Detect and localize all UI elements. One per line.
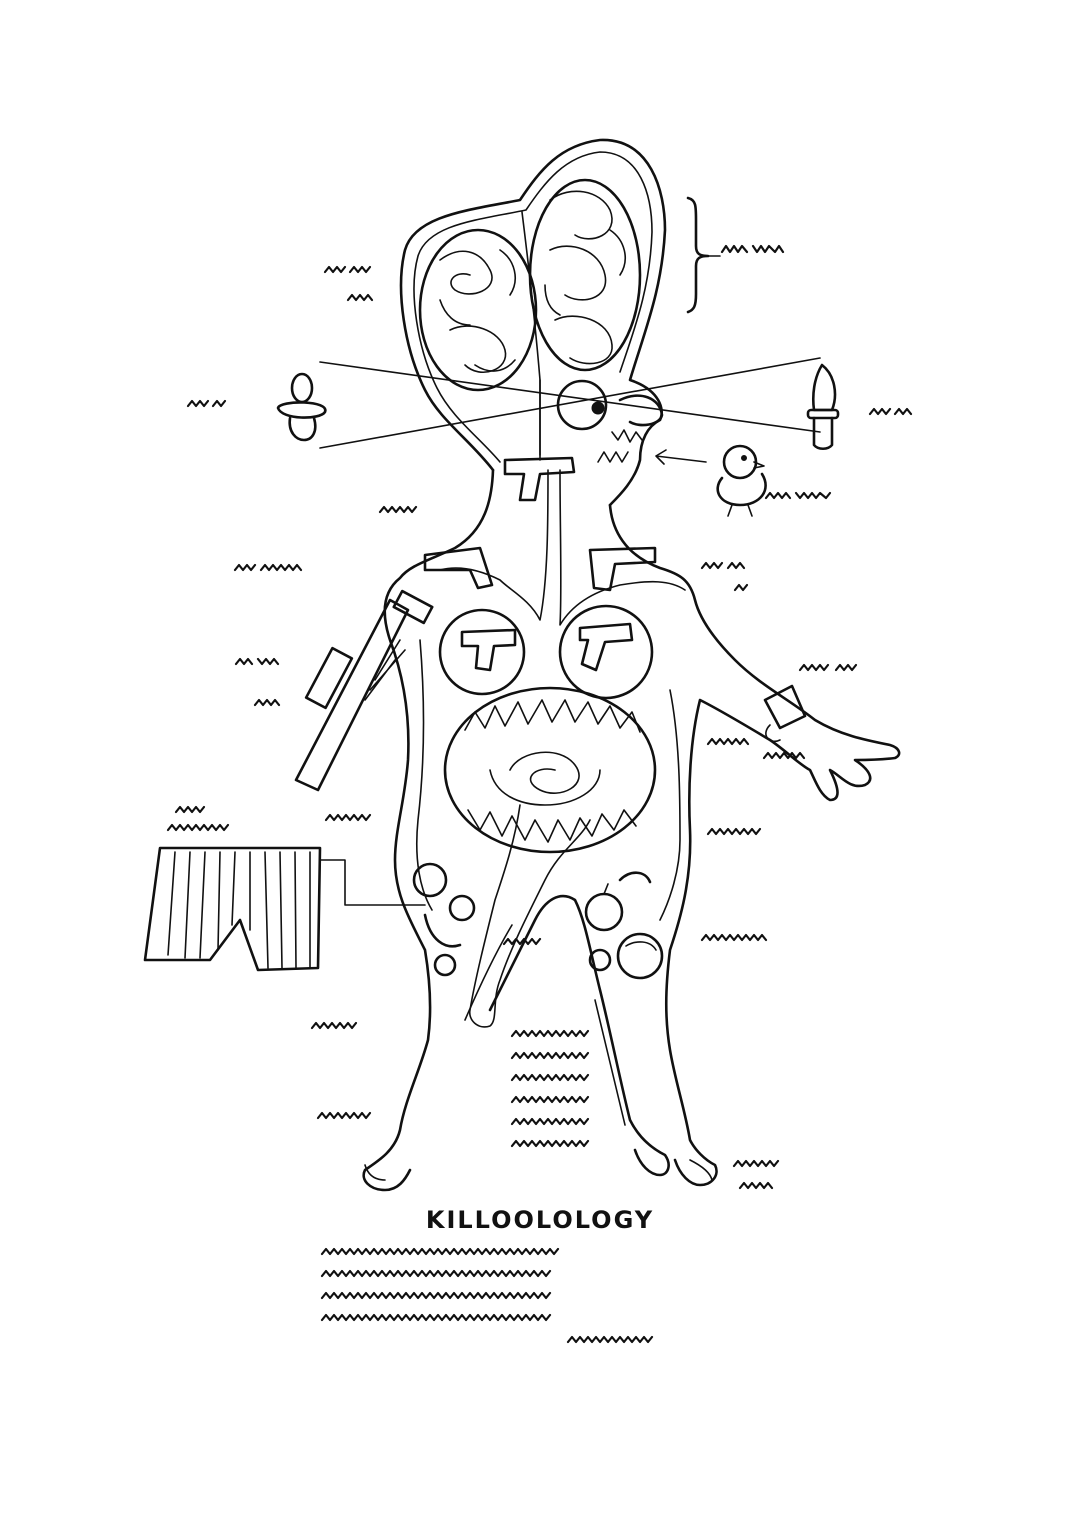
bracket-icon bbox=[686, 196, 721, 314]
brain-icon bbox=[418, 178, 642, 392]
sightlines bbox=[319, 357, 821, 456]
pistol-icon bbox=[423, 456, 657, 700]
shorts-icon bbox=[143, 846, 426, 972]
stomach bbox=[443, 686, 657, 854]
pacifier-icon bbox=[276, 372, 327, 442]
chick-icon bbox=[655, 444, 767, 517]
forearm-detail bbox=[763, 684, 807, 743]
scribble-annotations bbox=[166, 244, 913, 1190]
knife-icon bbox=[806, 363, 840, 451]
fruit-icon bbox=[412, 862, 664, 980]
rifle-icon bbox=[294, 589, 434, 792]
teeth-icon bbox=[597, 429, 643, 463]
page-title: KILLOOLOLOGY bbox=[425, 1206, 655, 1234]
caption-scribbles bbox=[320, 1247, 654, 1344]
intestine-icon bbox=[468, 751, 601, 1028]
